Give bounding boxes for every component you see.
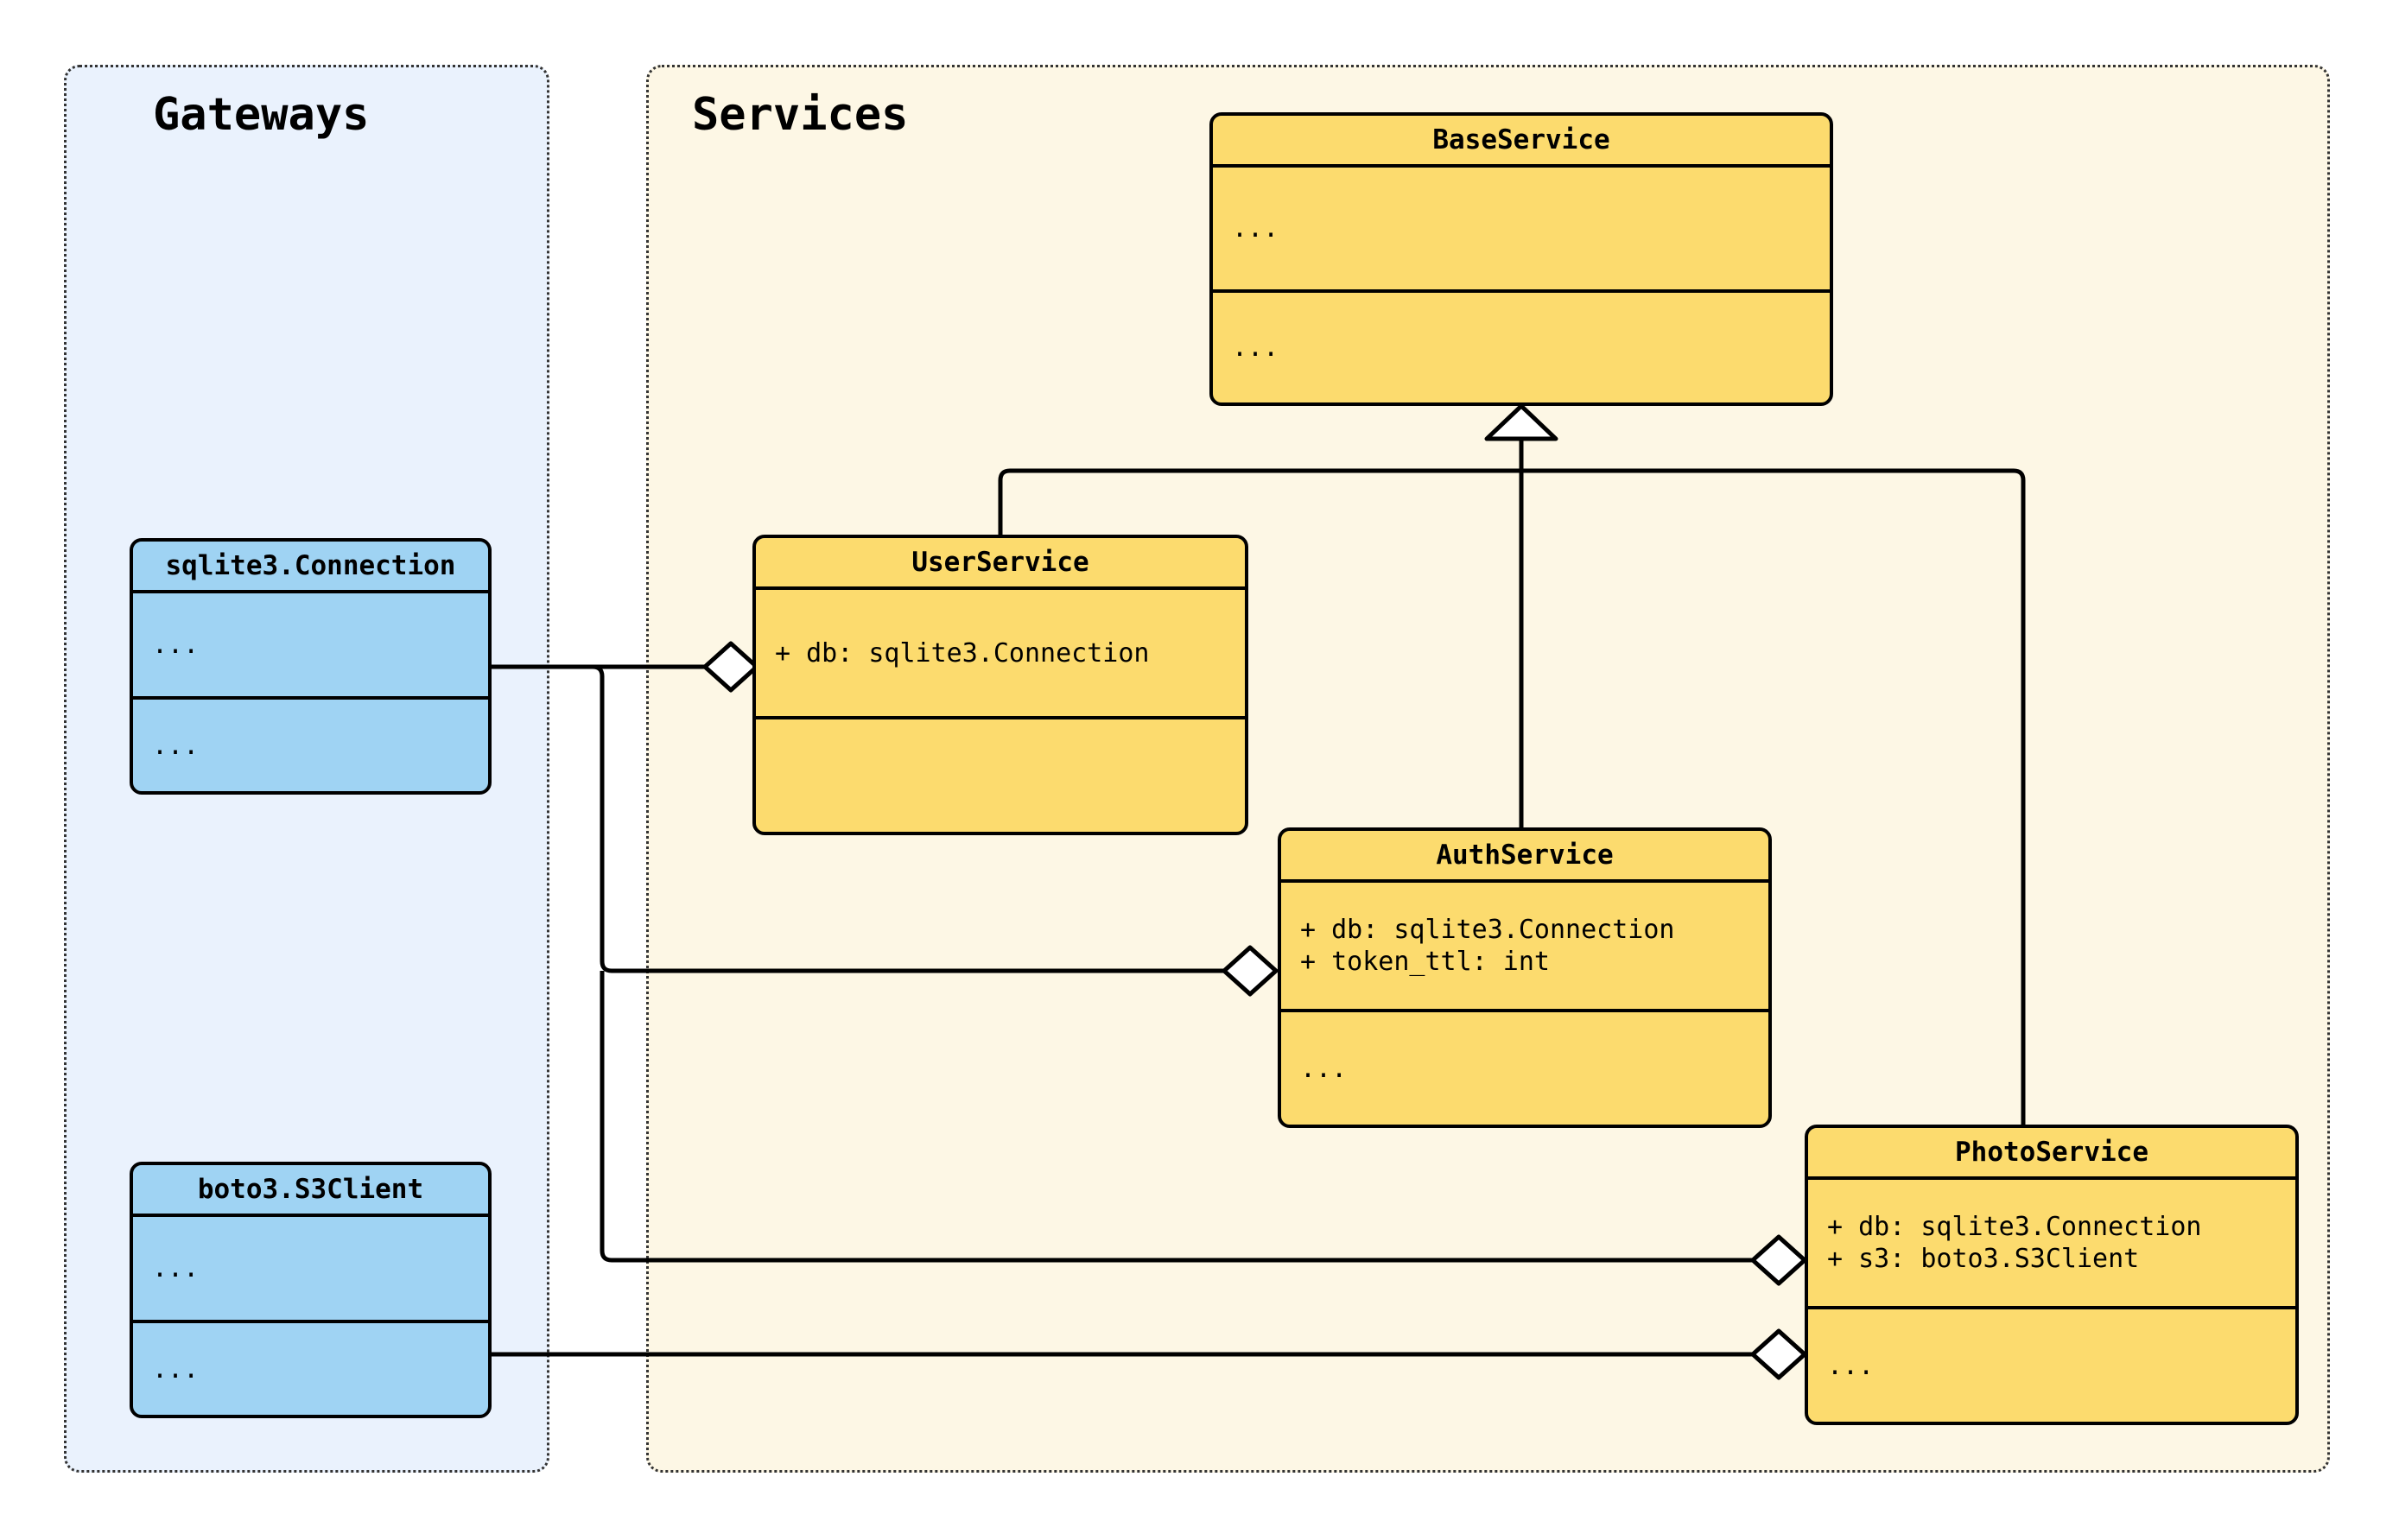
class-attributes-sqlite3-connection: ...	[133, 593, 488, 696]
attribute-line: ...	[1232, 213, 1279, 244]
class-methods-authservice: ...	[1281, 1009, 1768, 1125]
attribute-line: ...	[152, 1253, 200, 1283]
method-line: ...	[1827, 1350, 1875, 1381]
method-line: ...	[152, 730, 200, 761]
method-line: ...	[1232, 333, 1279, 363]
class-box-boto3-s3client[interactable]: boto3.S3Client......	[130, 1162, 492, 1418]
class-methods-sqlite3-connection: ...	[133, 696, 488, 791]
class-box-userservice[interactable]: UserService + db: sqlite3.Connection	[752, 535, 1248, 835]
class-name-photoservice: PhotoService	[1808, 1128, 2295, 1180]
attribute-line: + db: sqlite3.Connection	[1300, 915, 1675, 945]
class-box-sqlite3-connection[interactable]: sqlite3.Connection......	[130, 538, 492, 795]
attribute-line: + token_ttl: int	[1300, 947, 1550, 977]
class-name-boto3-s3client: boto3.S3Client	[133, 1165, 488, 1217]
class-methods-baseservice: ...	[1213, 289, 1830, 402]
class-name-authservice: AuthService	[1281, 831, 1768, 883]
class-methods-photoservice: ...	[1808, 1306, 2295, 1422]
class-attributes-authservice: + db: sqlite3.Connection+ token_ttl: int	[1281, 883, 1768, 1009]
class-attributes-userservice: + db: sqlite3.Connection	[756, 590, 1245, 716]
package-services-title: Services	[692, 89, 909, 141]
class-name-userservice: UserService	[756, 538, 1245, 590]
class-attributes-baseservice: ...	[1213, 168, 1830, 289]
attribute-line: ...	[152, 630, 200, 660]
attribute-line: + db: sqlite3.Connection	[1827, 1212, 2202, 1242]
attribute-line: + db: sqlite3.Connection	[775, 637, 1150, 669]
package-gateways-title: Gateways	[153, 89, 370, 141]
class-box-photoservice[interactable]: PhotoService+ db: sqlite3.Connection+ s3…	[1805, 1125, 2299, 1425]
method-line: ...	[1300, 1053, 1348, 1084]
class-attributes-boto3-s3client: ...	[133, 1217, 488, 1320]
attribute-line: + s3: boto3.S3Client	[1827, 1244, 2140, 1274]
class-name-sqlite3-connection: sqlite3.Connection	[133, 542, 488, 593]
class-attributes-photoservice: + db: sqlite3.Connection+ s3: boto3.S3Cl…	[1808, 1180, 2295, 1306]
class-methods-userservice	[756, 716, 1245, 832]
method-line: ...	[152, 1353, 200, 1385]
class-methods-boto3-s3client: ...	[133, 1320, 488, 1415]
class-name-baseservice: BaseService	[1213, 116, 1830, 168]
class-box-baseservice[interactable]: BaseService......	[1209, 112, 1833, 406]
class-box-authservice[interactable]: AuthService+ db: sqlite3.Connection+ tok…	[1278, 827, 1772, 1128]
